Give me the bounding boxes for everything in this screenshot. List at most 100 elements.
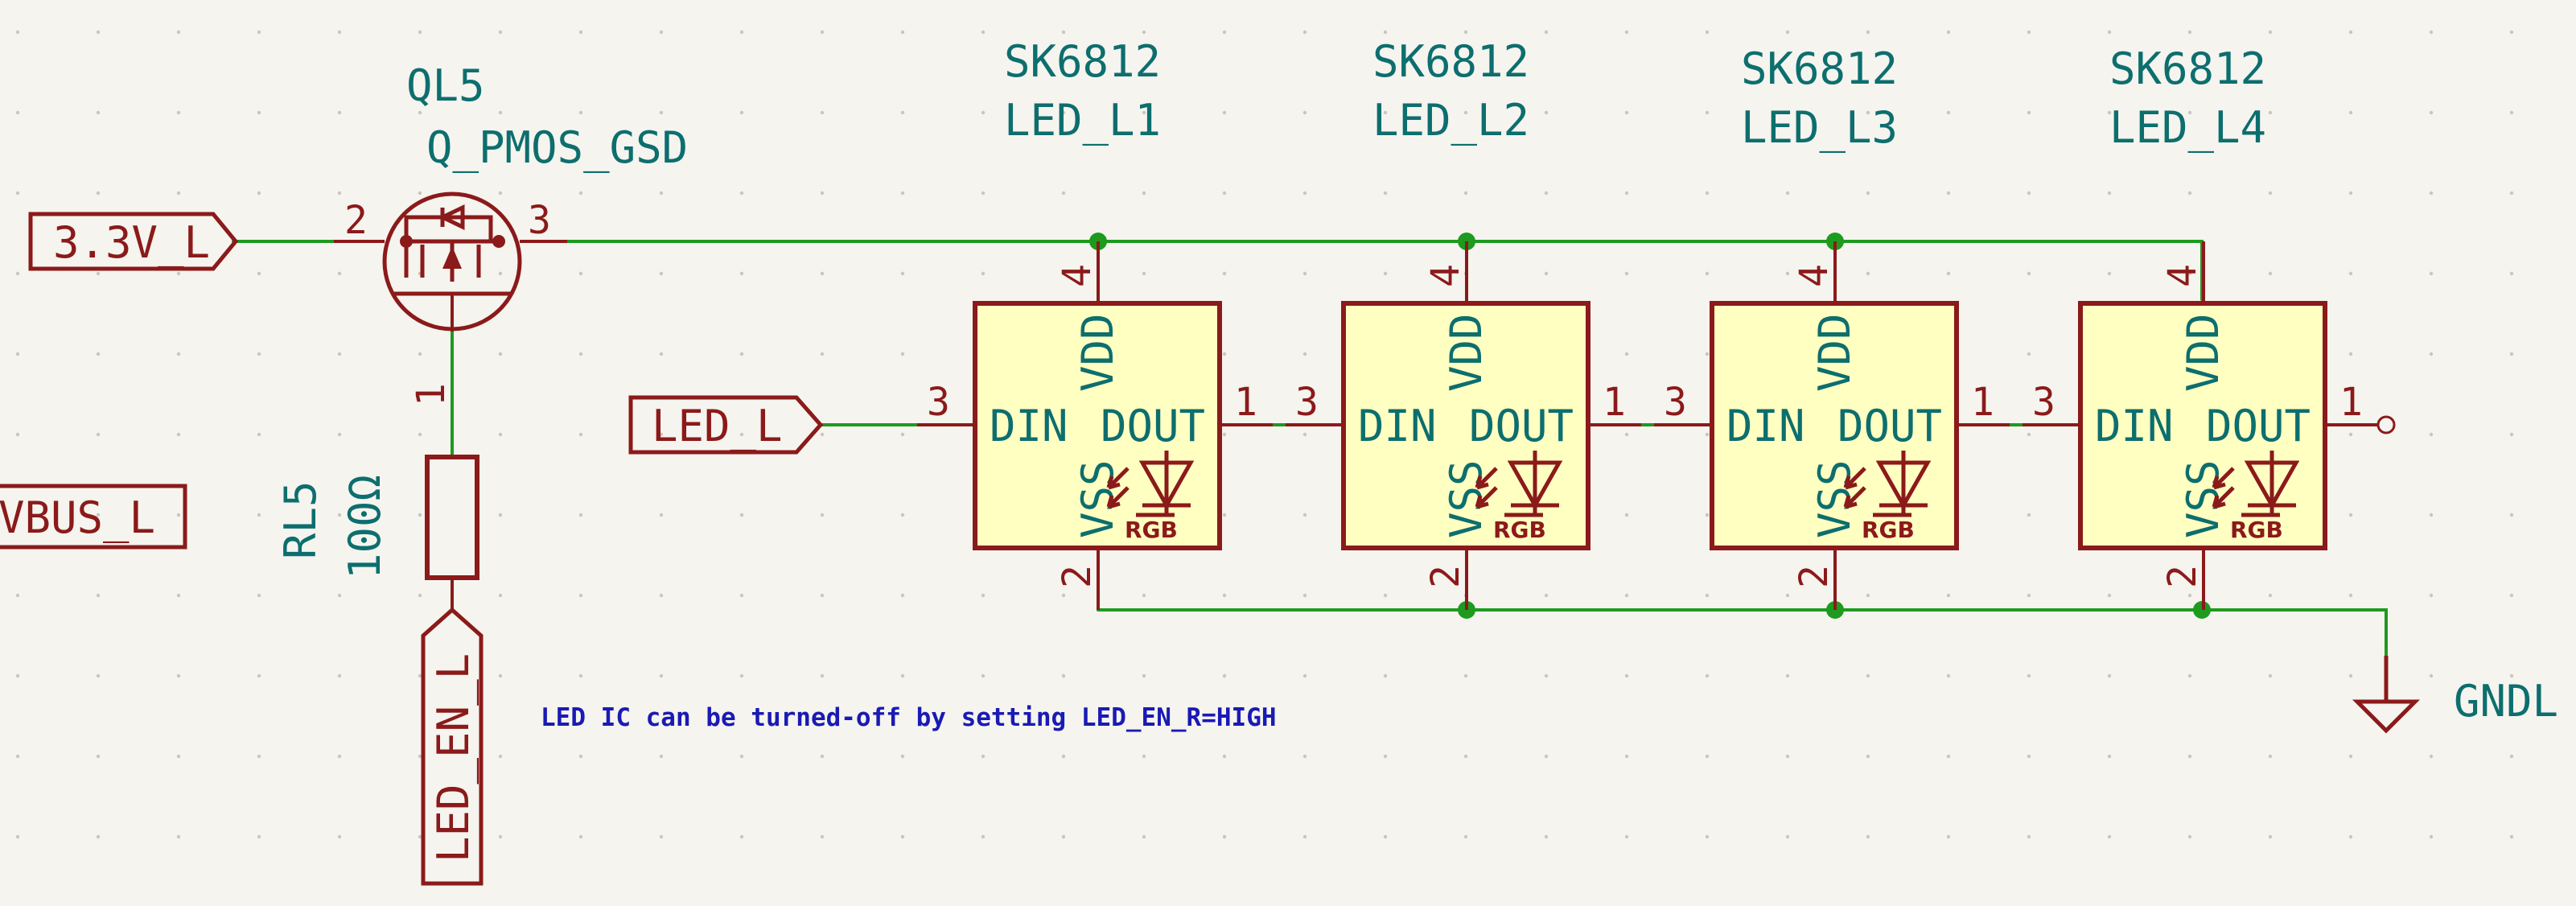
grid-dot [2429,30,2434,35]
din-pin-name: DIN [1358,401,1437,451]
grid-dot [578,834,583,839]
grid-dot [337,754,342,759]
grid-dot [2509,30,2514,35]
grid-dot [2429,593,2434,598]
grid-dot [257,352,261,356]
grid-dot [2429,834,2434,839]
transistor-channel [404,245,481,278]
din-pin-number: 3 [2032,380,2055,425]
grid-dot [739,432,744,437]
wire-vdd-bus[interactable] [566,240,2204,301]
grid-dot [96,593,101,598]
grid-dot [820,30,825,35]
vdd-pin-name: VDD [1441,313,1492,392]
grid-dot [2429,432,2434,437]
grid-dot [176,191,181,196]
grid-dot [176,271,181,276]
grid-dot [900,593,905,598]
grid-dot [1222,593,1227,598]
grid-dot [1705,271,1710,276]
grid-dot [1946,834,1951,839]
grid-dot [739,673,744,678]
dout-unconnected-marker[interactable] [2327,415,2396,434]
grid-dot [1142,191,1146,196]
grid-dot [1222,754,1227,759]
grid-dot [498,513,503,517]
grid-dot [176,352,181,356]
grid-dot [1624,673,1629,678]
grid-dot [337,673,342,678]
grid-dot [176,513,181,517]
grid-dot [1383,110,1388,115]
grid-dot [15,271,20,276]
grid-dot [981,30,986,35]
label-enable-text: LED_EN_L [428,653,479,863]
grid-dot [659,673,664,678]
grid-dot [1142,271,1146,276]
grid-dot [257,513,261,517]
led-reference: LED_L1 [1004,95,1161,146]
grid-dot [337,834,342,839]
grid-dot [1222,834,1227,839]
grid-dot [2348,593,2353,598]
grid-dot [900,432,905,437]
grid-dot [2509,352,2514,356]
vdd-pin-name: VDD [2178,313,2228,392]
dout-pin-number: 1 [1234,380,1257,425]
grid-dot [1302,513,1307,517]
grid-dot [2348,754,2353,759]
grid-dot [1142,834,1146,839]
grid-dot [2509,513,2514,517]
grid-dot [418,432,422,437]
vss-pin-number: 2 [1792,565,1837,588]
grid-dot [176,593,181,598]
grid-dot [2268,30,2273,35]
grid-dot [257,754,261,759]
ground-symbol[interactable]: GNDL [2352,656,2558,734]
grid-dot [1142,110,1146,115]
rgb-label: RGB [1493,517,1546,543]
grid-dot [498,593,503,598]
grid-dot [1222,110,1227,115]
grid-dot [257,191,261,196]
grid-dot [2187,673,2192,678]
grid-dot [2348,513,2353,517]
grid-dot [2429,673,2434,678]
grid-dot [176,673,181,678]
din-pin-number: 3 [1295,380,1319,425]
grid-dot [578,352,583,356]
label-data-in[interactable]: LED_L [628,395,824,455]
grid-dot [659,271,664,276]
grid-dot [498,834,503,839]
grid-dot [2268,754,2273,759]
grid-dot [257,110,261,115]
grid-dot [1705,110,1710,115]
grid-dot [1383,271,1388,276]
grid-dot [578,673,583,678]
grid-dot [498,271,503,276]
grid-dot [900,673,905,678]
grid-dot [2429,191,2434,196]
grid-dot [1866,191,1870,196]
led-diode-icon [2212,451,2300,517]
grid-dot [418,352,422,356]
wire-gnd-bus[interactable] [1097,608,2388,657]
grid-dot [2268,593,2273,598]
grid-dot [1705,191,1710,196]
grid-dot [1705,30,1710,35]
label-vbus[interactable]: VBUS_L [0,484,187,550]
resistor[interactable]: RL5 100Ω [275,455,479,610]
vdd-pin-number: 4 [1055,264,1100,287]
grid-dot [1544,110,1549,115]
grid-dot [337,271,342,276]
label-enable[interactable]: LED_EN_L [421,607,484,886]
label-supply[interactable]: 3.3V_L [28,212,239,271]
pmos-transistor[interactable]: QL5 Q_PMOS_GSD 2 3 1 [334,60,688,406]
grid-dot [820,352,825,356]
din-pin-number: 3 [1664,380,1687,425]
